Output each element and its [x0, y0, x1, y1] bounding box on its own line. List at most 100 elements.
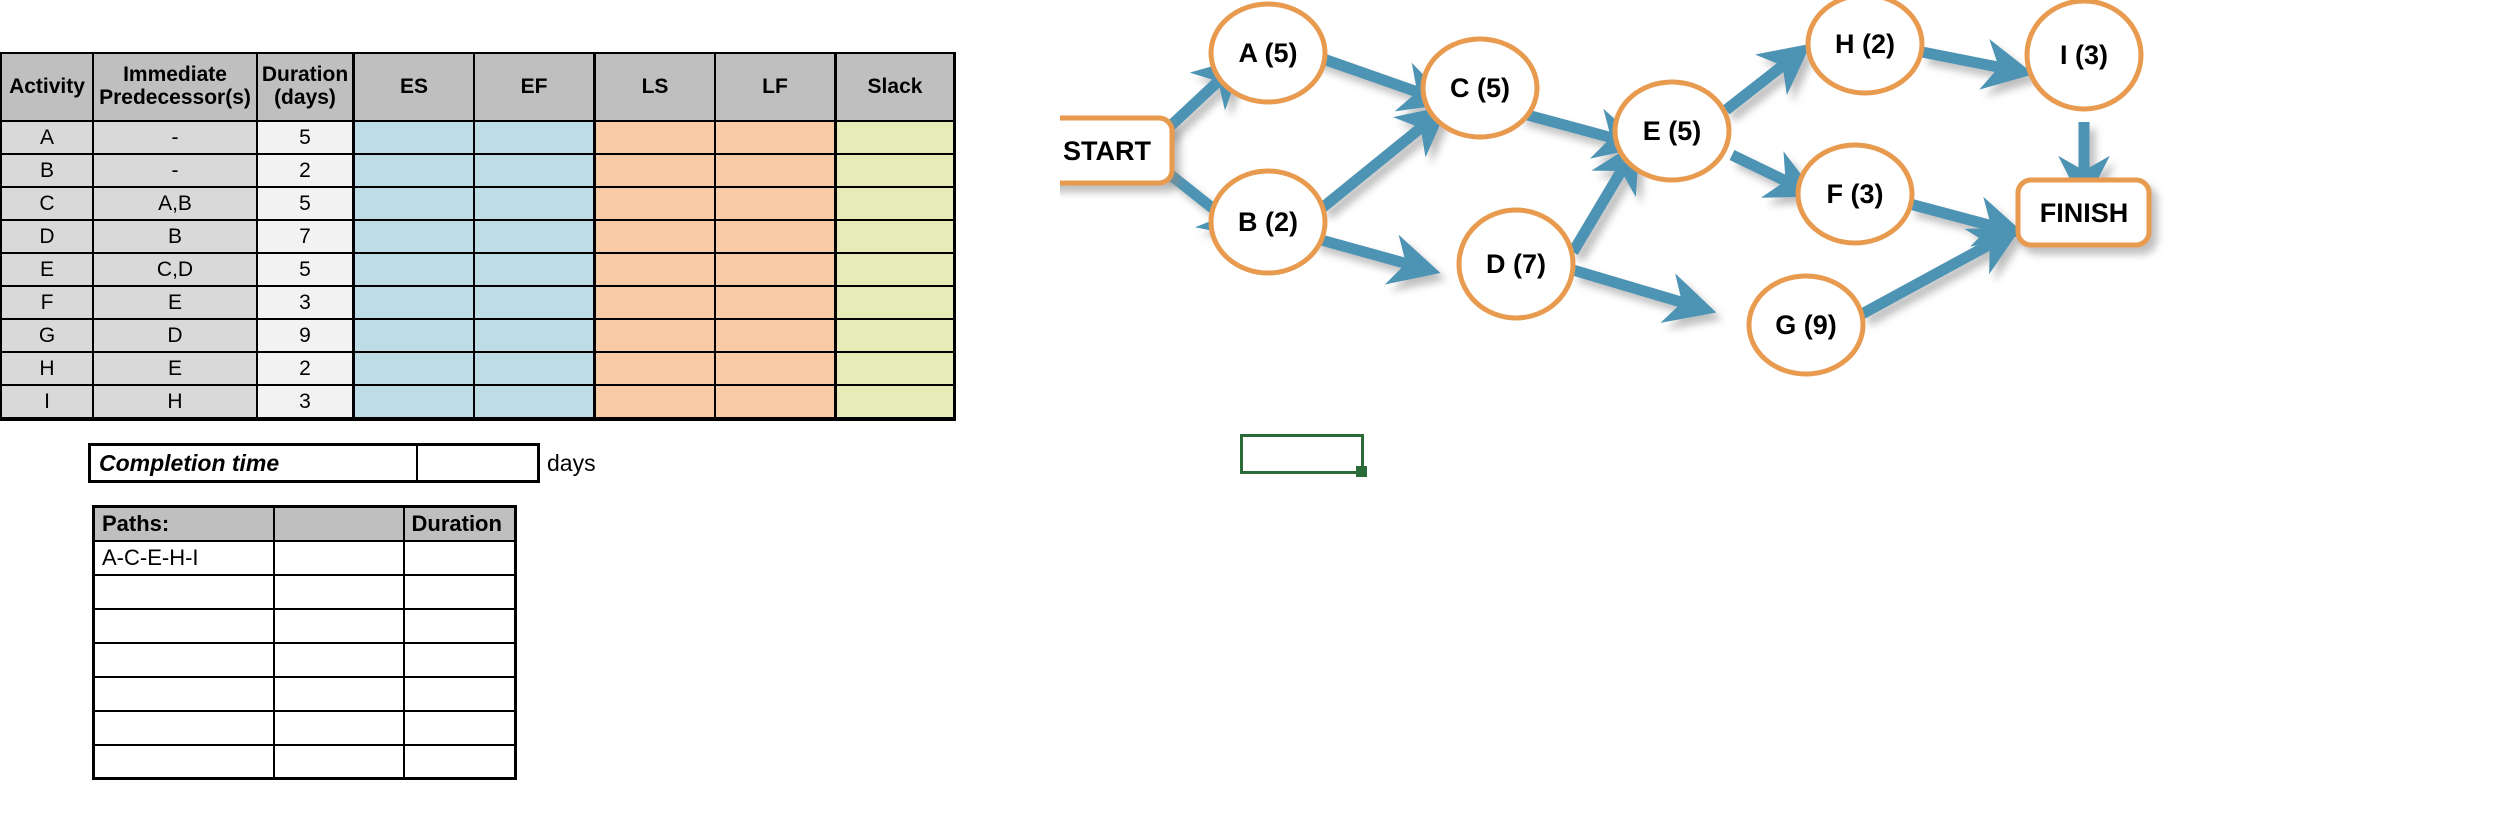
node-d[interactable]: [1456, 207, 1576, 321]
cell-slack[interactable]: [834, 219, 956, 254]
cell-es[interactable]: [352, 384, 475, 421]
cell-activity[interactable]: G: [0, 318, 94, 353]
cell-duration[interactable]: 3: [256, 384, 355, 421]
node-a[interactable]: [1208, 1, 1328, 105]
cell-es[interactable]: [352, 219, 475, 254]
cell-predecessors[interactable]: H: [92, 384, 258, 421]
cell-predecessors[interactable]: E: [92, 351, 258, 386]
cell-es[interactable]: [352, 120, 475, 155]
cell-es[interactable]: [352, 252, 475, 287]
cell-lf[interactable]: [714, 120, 837, 155]
cell-slack[interactable]: [834, 351, 956, 386]
cell-path-duration[interactable]: [402, 641, 517, 678]
cell-predecessors[interactable]: -: [92, 153, 258, 188]
cell-path-name[interactable]: [92, 675, 275, 712]
cell-slack[interactable]: [834, 285, 956, 320]
cell-path-middle[interactable]: [272, 573, 405, 610]
cell-predecessors[interactable]: B: [92, 219, 258, 254]
activity-table[interactable]: Activity Immediate Predecessor(s) Durati…: [0, 52, 956, 421]
cell-path-middle[interactable]: [272, 641, 405, 678]
path-row[interactable]: [92, 641, 517, 678]
path-row[interactable]: [92, 607, 517, 644]
cell-lf[interactable]: [714, 384, 837, 421]
cell-duration[interactable]: 5: [256, 252, 355, 287]
cell-activity[interactable]: H: [0, 351, 94, 386]
cell-duration[interactable]: 3: [256, 285, 355, 320]
path-row[interactable]: [92, 573, 517, 610]
cell-ls[interactable]: [593, 384, 716, 421]
cell-predecessors[interactable]: C,D: [92, 252, 258, 287]
cell-activity[interactable]: E: [0, 252, 94, 287]
fill-handle[interactable]: [1356, 466, 1367, 477]
cell-es[interactable]: [352, 186, 475, 221]
path-row[interactable]: [92, 743, 517, 780]
table-row[interactable]: B-2: [0, 153, 956, 188]
finish-node[interactable]: [2015, 177, 2152, 248]
cell-activity[interactable]: C: [0, 186, 94, 221]
cell-duration[interactable]: 5: [256, 186, 355, 221]
cell-ls[interactable]: [593, 153, 716, 188]
cell-path-name[interactable]: [92, 607, 275, 644]
cell-ef[interactable]: [473, 351, 596, 386]
cell-activity[interactable]: B: [0, 153, 94, 188]
cell-predecessors[interactable]: E: [92, 285, 258, 320]
cell-path-middle[interactable]: [272, 539, 405, 576]
cell-ef[interactable]: [473, 219, 596, 254]
cell-ef[interactable]: [473, 153, 596, 188]
cell-lf[interactable]: [714, 186, 837, 221]
cell-es[interactable]: [352, 153, 475, 188]
cell-path-duration[interactable]: [402, 709, 517, 746]
cell-path-middle[interactable]: [272, 675, 405, 712]
cell-duration[interactable]: 2: [256, 351, 355, 386]
cell-es[interactable]: [352, 351, 475, 386]
cell-ef[interactable]: [473, 318, 596, 353]
cell-activity[interactable]: I: [0, 384, 94, 421]
cell-ls[interactable]: [593, 219, 716, 254]
cell-ls[interactable]: [593, 186, 716, 221]
cell-ls[interactable]: [593, 351, 716, 386]
cell-path-name[interactable]: A-C-E-H-I: [92, 539, 275, 576]
cell-lf[interactable]: [714, 219, 837, 254]
cell-es[interactable]: [352, 318, 475, 353]
path-row[interactable]: [92, 675, 517, 712]
cell-ef[interactable]: [473, 120, 596, 155]
path-row[interactable]: [92, 709, 517, 746]
cell-slack[interactable]: [834, 318, 956, 353]
cell-slack[interactable]: [834, 153, 956, 188]
selected-cell-marker[interactable]: [1240, 434, 1367, 477]
node-e[interactable]: [1612, 79, 1732, 183]
cell-ef[interactable]: [473, 384, 596, 421]
cell-lf[interactable]: [714, 153, 837, 188]
cell-duration[interactable]: 9: [256, 318, 355, 353]
node-h[interactable]: [1805, 0, 1925, 96]
cell-slack[interactable]: [834, 120, 956, 155]
cell-ls[interactable]: [593, 285, 716, 320]
start-node[interactable]: [1060, 115, 1175, 186]
cell-path-duration[interactable]: [402, 743, 517, 780]
cell-activity[interactable]: F: [0, 285, 94, 320]
cell-predecessors[interactable]: A,B: [92, 186, 258, 221]
cell-path-duration[interactable]: [402, 607, 517, 644]
cell-activity[interactable]: A: [0, 120, 94, 155]
node-i[interactable]: [2024, 0, 2144, 112]
cell-path-name[interactable]: [92, 641, 275, 678]
path-row[interactable]: A-C-E-H-I: [92, 539, 517, 576]
cell-duration[interactable]: 7: [256, 219, 355, 254]
cell-duration[interactable]: 5: [256, 120, 355, 155]
cell-path-name[interactable]: [92, 573, 275, 610]
cell-slack[interactable]: [834, 384, 956, 421]
cell-path-middle[interactable]: [272, 709, 405, 746]
node-c[interactable]: [1420, 36, 1540, 140]
cell-path-duration[interactable]: [402, 675, 517, 712]
cell-lf[interactable]: [714, 252, 837, 287]
cell-ls[interactable]: [593, 252, 716, 287]
cell-duration[interactable]: 2: [256, 153, 355, 188]
cell-lf[interactable]: [714, 285, 837, 320]
node-g[interactable]: [1746, 273, 1866, 377]
completion-time-input[interactable]: [418, 443, 540, 483]
